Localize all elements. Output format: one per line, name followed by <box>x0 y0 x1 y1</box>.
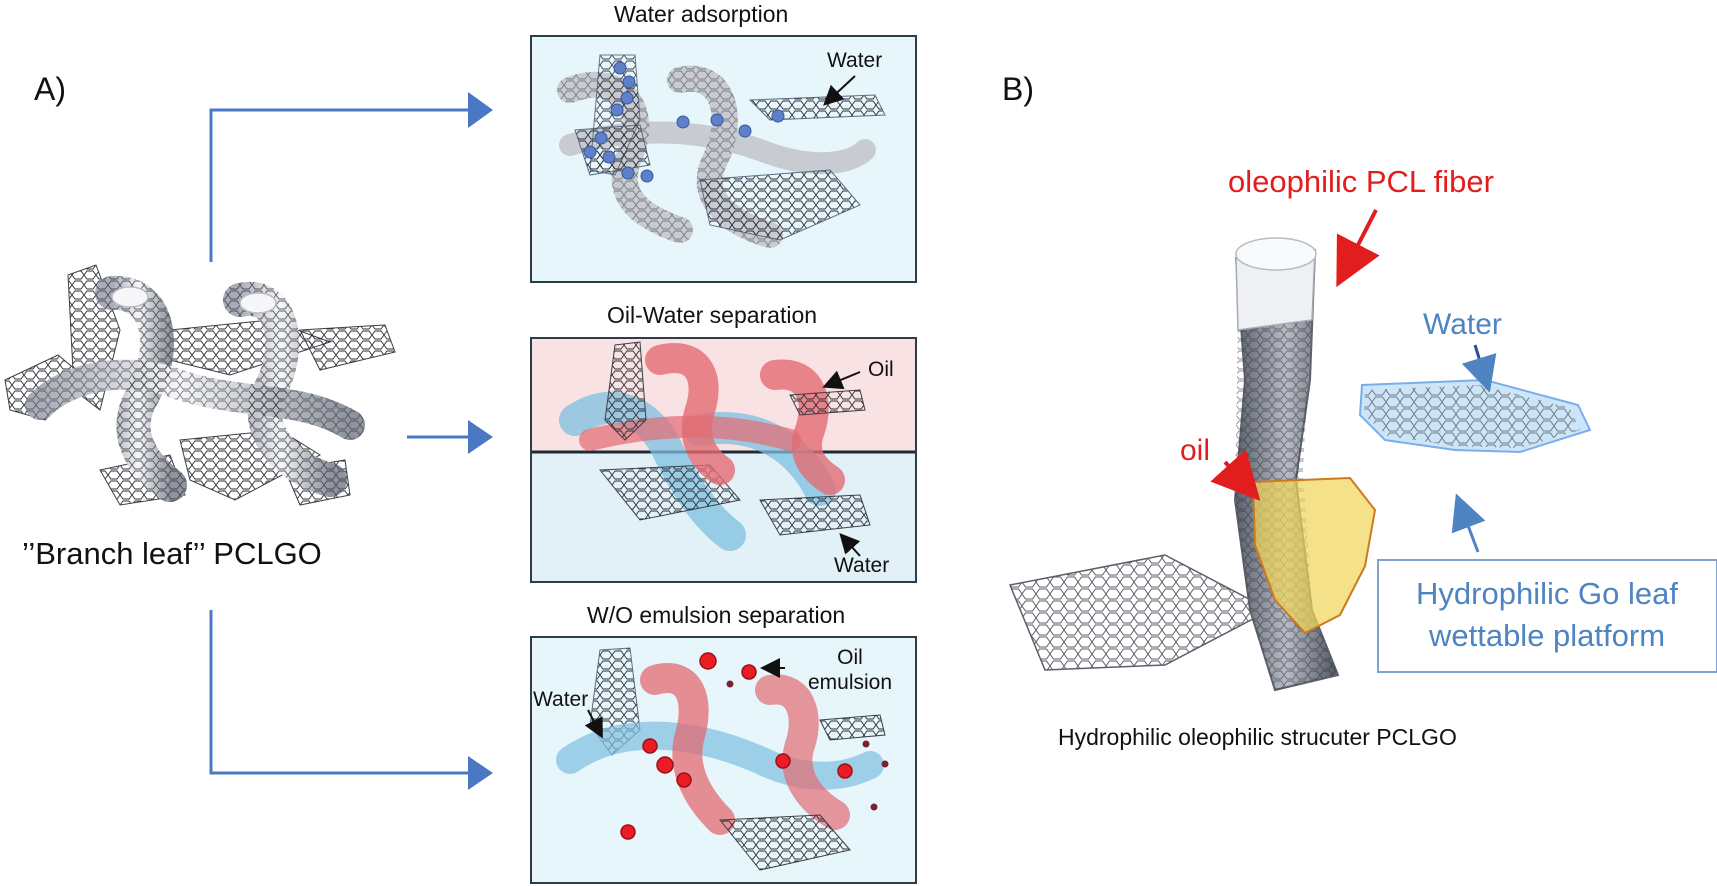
graphene-leaf <box>604 341 647 441</box>
graphene-sheet <box>1008 554 1272 671</box>
branch-leaf-label: ’’Branch leaf’’ PCLGO <box>22 536 322 571</box>
water-pointer <box>1461 344 1497 393</box>
water-droplet <box>610 103 624 117</box>
panel-a: A) ’’Branch leaf’’ PCLGO <box>4 1 917 884</box>
fiber-cap <box>1235 237 1317 271</box>
oil-droplet-small <box>881 760 889 768</box>
oil-droplet <box>837 763 853 779</box>
hydrophilic-leaf-box <box>1377 559 1717 673</box>
oil-droplet-small <box>870 803 878 811</box>
water-droplet <box>583 145 597 159</box>
oil-label: oil <box>1180 434 1210 467</box>
branch-leaf-illustration <box>4 264 396 506</box>
oil-droplet <box>620 824 636 840</box>
water-droplet <box>738 124 752 138</box>
oil-droplet <box>642 738 658 754</box>
flow-arrowhead-top <box>468 92 493 128</box>
water-pointer <box>584 709 603 739</box>
water-coated-fiber <box>556 721 884 790</box>
oil-droplet <box>676 772 692 788</box>
graphene-wrap <box>667 65 783 248</box>
oil-droplet <box>775 753 791 769</box>
water-droplet <box>710 113 724 127</box>
oil-water-separation-panel: Oil-Water separation Oil Water <box>530 302 917 583</box>
oil-callout: Oil <box>868 358 894 381</box>
panel-border <box>530 337 917 583</box>
oil-water-separation-title: Oil-Water separation <box>607 302 817 328</box>
wo-emulsion-separation-panel: W/O emulsion separation <box>530 602 917 884</box>
oil-pointer <box>822 370 861 390</box>
water-pointer <box>823 75 856 106</box>
fiber-pointer <box>1336 209 1380 288</box>
water-droplet <box>676 115 690 129</box>
panel-a-letter: A) <box>34 71 66 107</box>
graphene-sheet <box>1364 385 1580 448</box>
water-pointer <box>839 533 861 557</box>
graphene-leaf <box>299 324 396 371</box>
oil-pointer <box>1210 449 1261 501</box>
oil-droplet <box>656 756 674 774</box>
water-label: Water <box>1423 308 1502 341</box>
graphene-leaf <box>819 714 886 741</box>
hydrophilic-leaf-line1: Hydrophilic Go leaf <box>1416 576 1678 611</box>
flow-arrows <box>209 92 493 790</box>
leaf-pointer <box>1451 493 1486 553</box>
oil-coated-fiber <box>579 415 801 451</box>
flow-arrowhead-bottom <box>468 756 493 790</box>
water-adsorption-panel: Water adsorption <box>530 1 917 283</box>
water-droplet <box>771 109 785 123</box>
oil-droplet <box>699 652 717 670</box>
oil-droplet <box>741 664 757 680</box>
graphene-leaf <box>149 319 332 376</box>
water-callout: Water <box>533 688 588 711</box>
water-droplets <box>583 61 785 183</box>
oil-coated-fiber <box>645 343 735 485</box>
oil-coated-fiber <box>640 663 735 835</box>
graphene-wrap <box>557 71 693 243</box>
panel-b-letter: B) <box>1002 71 1034 107</box>
water-adsorption-title: Water adsorption <box>614 1 788 27</box>
emulsion-callout: emulsion <box>808 671 892 694</box>
flow-line-top <box>209 108 468 262</box>
graphene-leaf <box>759 494 871 536</box>
graphene-leaf <box>718 814 851 871</box>
wo-emulsion-separation-title: W/O emulsion separation <box>587 602 845 628</box>
oil-droplet-small <box>726 680 734 688</box>
water-droplet <box>622 75 636 89</box>
water-droplet <box>621 166 635 180</box>
graphene-leaf <box>748 94 886 121</box>
oil-coated-fiber <box>755 674 850 830</box>
oleophilic-fiber-label: oleophilic PCL fiber <box>1228 164 1494 199</box>
oil-coated-fiber <box>760 359 845 495</box>
water-droplet <box>620 91 634 105</box>
graphene-leaf <box>598 464 741 521</box>
flow-line-bottom <box>209 610 468 775</box>
graphene-wrap <box>25 359 365 440</box>
oil-callout: Oil <box>837 646 863 669</box>
water-droplet <box>602 150 616 164</box>
panel-b-caption: Hydrophilic oleophilic strucuter PCLGO <box>1058 724 1457 750</box>
small-oil-droplets <box>726 680 889 811</box>
water-droplet <box>594 131 608 145</box>
water-droplet <box>613 61 627 75</box>
water-droplet <box>640 169 654 183</box>
oil-droplet-small <box>862 740 870 748</box>
water-callout: Water <box>827 49 882 72</box>
fiber-cap <box>111 286 149 308</box>
flow-arrowhead-middle <box>468 420 493 454</box>
oil-droplet <box>1251 476 1377 635</box>
fiber-cap <box>239 292 277 314</box>
hydrophilic-leaf-line2: wettable platform <box>1428 618 1665 653</box>
oil-droplets <box>620 652 853 840</box>
water-callout: Water <box>834 554 889 577</box>
graphene-leaf <box>789 389 866 416</box>
panel-b: B) oleophilic PCL fiber Water oil Hydrop… <box>1002 71 1717 750</box>
